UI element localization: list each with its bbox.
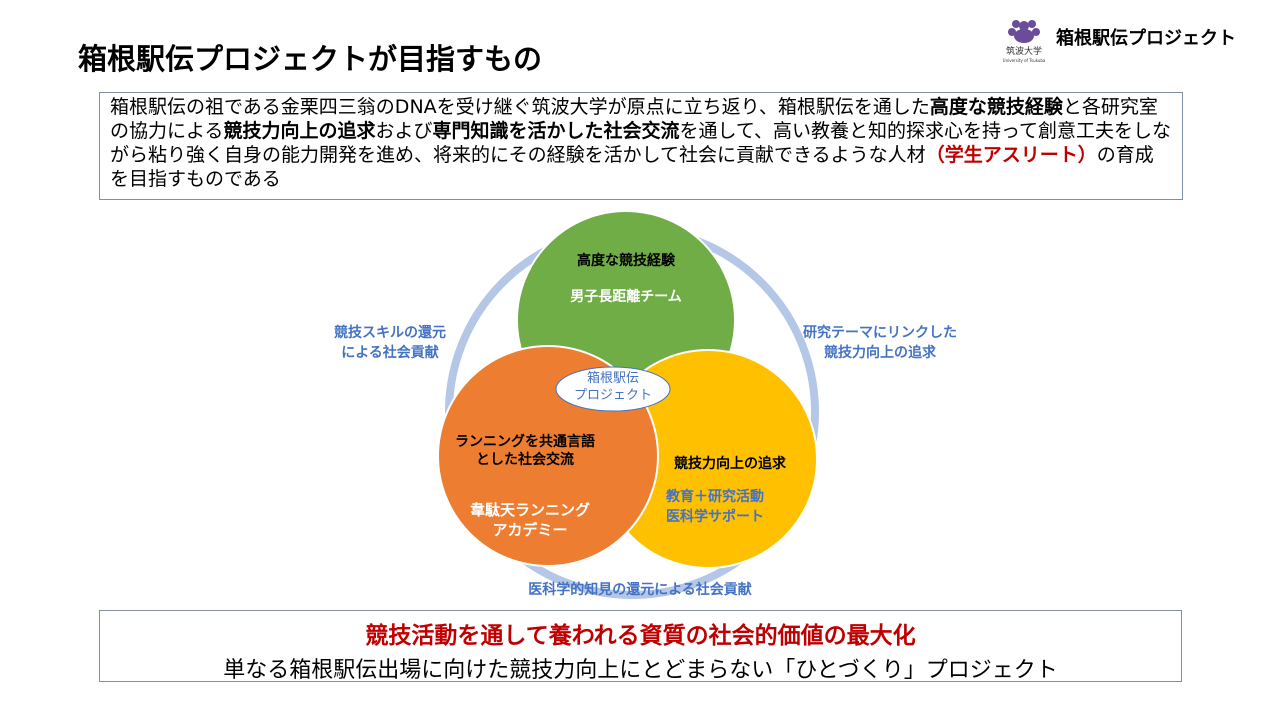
page-title: 箱根駅伝プロジェクトが目指すもの — [78, 42, 543, 76]
intro-text: 箱根駅伝の祖である金栗四三翁のDNAを受け継ぐ筑波大学が原点に立ち返り、箱根駅伝… — [99, 92, 1183, 200]
green-sub: 男子長距離チーム — [570, 289, 682, 305]
logo-subtext: University of Tsukuba — [1003, 58, 1046, 63]
right-label: 研究テーマにリンクした競技力向上の追求 — [803, 325, 957, 361]
summary-box: 競技活動を通して養われる資質の社会的価値の最大化 単なる箱根駅伝出場に向けた競技… — [99, 610, 1182, 683]
university-logo: 筑波大学 University of Tsukuba — [1003, 20, 1046, 63]
green-title: 高度な競技経験 — [577, 253, 675, 269]
center-label: 箱根駅伝プロジェクト — [573, 371, 652, 403]
bottom-label: 医科学的知見の還元による社会貢献 — [528, 582, 752, 598]
brand-name: 箱根駅伝プロジェクト — [1056, 28, 1236, 49]
summary-sub: 単なる箱根駅伝出場に向けた競技力向上にとどまらない「ひとづくり」プロジェクト — [223, 658, 1058, 683]
yellow-sub: 教育＋研究活動医科学サポート — [666, 489, 764, 525]
yellow-title: 競技力向上の追求 — [674, 456, 786, 472]
orange-title: ランニングを共通言語とした社会交流 — [455, 434, 595, 468]
center-ellipse — [555, 366, 671, 412]
summary-headline: 競技活動を通して養われる資質の社会的価値の最大化 — [365, 623, 916, 649]
logo-text: 筑波大学 — [1006, 45, 1042, 57]
orange-sub: 韋駄天ランニングアカデミー — [469, 501, 590, 539]
left-label: 競技スキルの還元による社会貢献 — [334, 325, 446, 361]
